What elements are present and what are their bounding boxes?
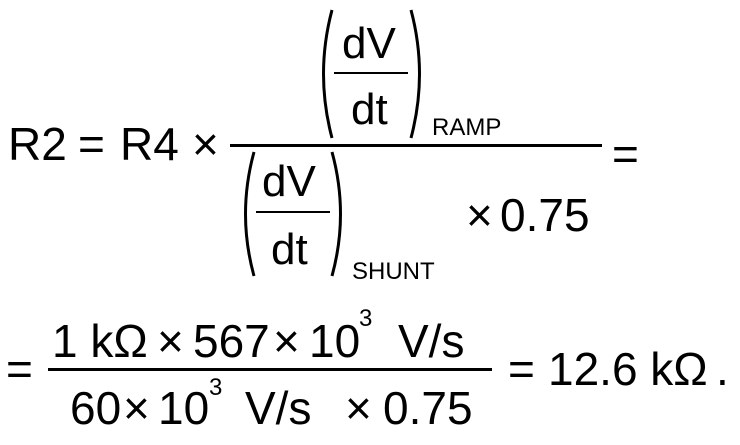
trailing-equals-sign: = — [612, 128, 639, 180]
times-sign: × — [123, 382, 150, 434]
shunt-coefficient: 60 — [70, 382, 122, 434]
right-paren-icon — [409, 9, 421, 139]
unit-label: V/s — [245, 382, 312, 434]
times-sign: × — [345, 382, 372, 434]
exponent: 3 — [359, 305, 373, 332]
ramp-coefficient: 567 — [193, 315, 270, 367]
left-paren-icon — [322, 9, 334, 139]
result-fraction-bar — [48, 368, 492, 371]
dt-label: dt — [271, 225, 308, 274]
times-sign: × — [192, 118, 219, 170]
resistance-value: 1 kΩ — [52, 315, 148, 367]
r4-term: R4 — [120, 118, 179, 170]
ten-base: 10 — [158, 382, 210, 434]
ten-base: 10 — [309, 315, 361, 367]
left-paren-icon — [244, 151, 256, 277]
dv-label: dV — [342, 19, 396, 68]
dv-dt-bar — [334, 72, 408, 74]
dt-label: dt — [351, 85, 388, 134]
times-sign: × — [157, 315, 184, 367]
subscript-ramp: RAMP — [432, 114, 502, 141]
result-equals-sign: = — [508, 343, 535, 395]
factor-value: 0.75 — [383, 382, 473, 434]
leading-equals-sign: = — [6, 343, 33, 395]
lhs-r2: R2 — [8, 118, 67, 170]
right-paren-icon — [330, 151, 342, 277]
dv-dt-bar — [256, 211, 330, 213]
dv-label: dV — [262, 157, 316, 206]
period: . — [716, 343, 729, 395]
subscript-shunt: SHUNT — [352, 258, 435, 285]
result-value: 12.6 kΩ — [548, 343, 708, 395]
exponent: 3 — [209, 374, 223, 401]
times-sign: × — [466, 189, 493, 241]
main-fraction-bar — [230, 144, 602, 147]
times-sign: × — [273, 315, 300, 367]
unit-label: V/s — [398, 315, 465, 367]
factor-value: 0.75 — [500, 189, 590, 241]
equals-sign: = — [78, 118, 105, 170]
